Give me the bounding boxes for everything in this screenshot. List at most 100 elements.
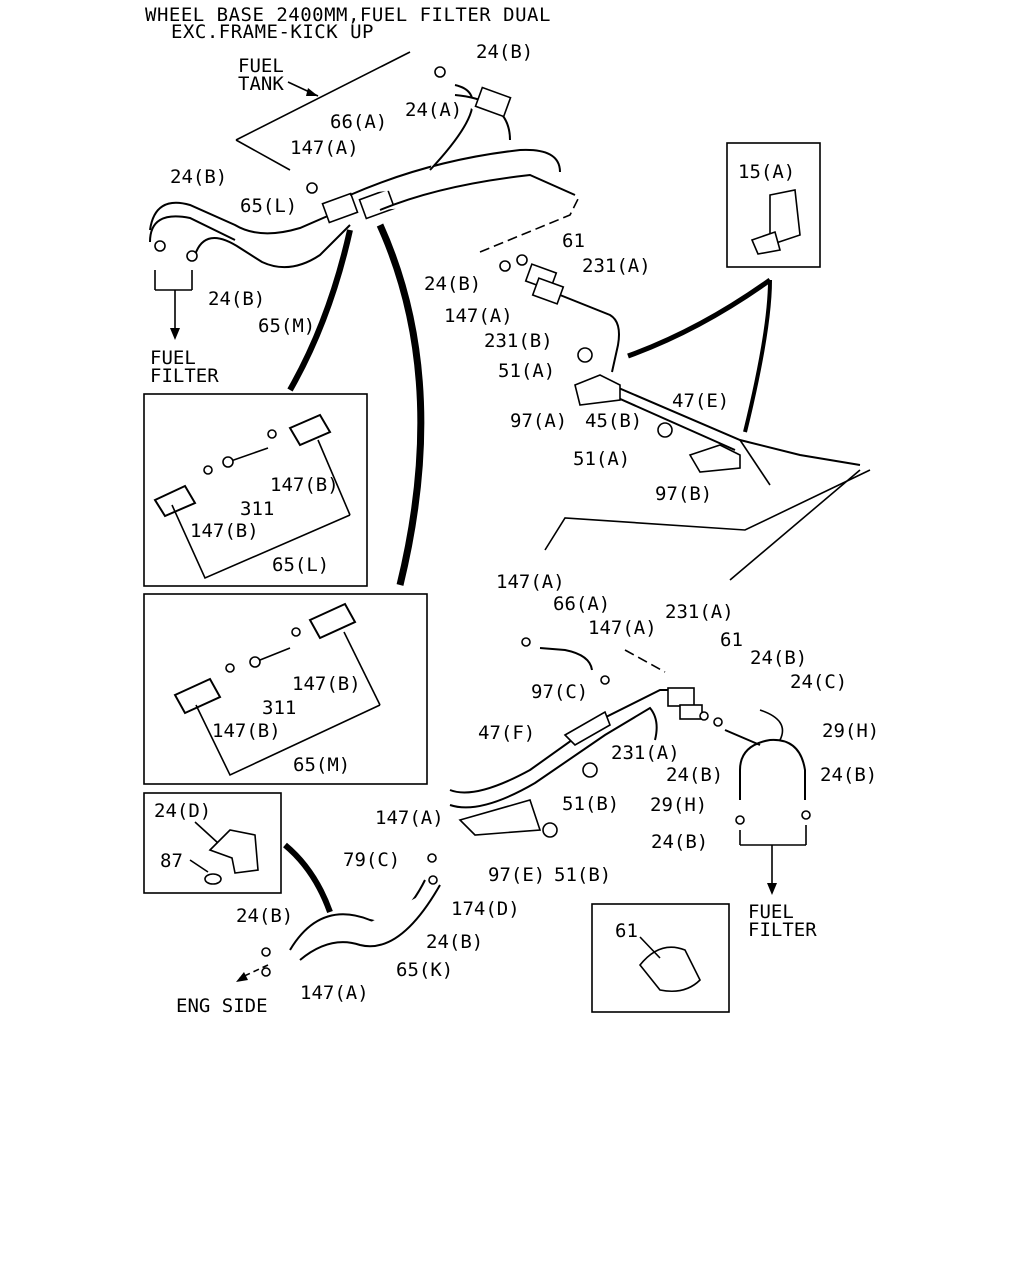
inset-label: 65(M) (293, 754, 350, 776)
hose-end (153, 484, 197, 518)
clamp-icon (499, 260, 511, 272)
inset-label: 311 (240, 498, 274, 520)
part-label: 174(D) (451, 898, 520, 920)
clamp-icon (434, 66, 446, 78)
clamp-icon (261, 967, 271, 977)
leader-curve (627, 277, 772, 359)
arrow-head-icon (236, 972, 248, 982)
part-label: 97(C) (531, 681, 588, 703)
tube-29h (739, 738, 806, 800)
destination-fuel-filter: FUEL (150, 347, 196, 369)
nut-51b-icon (582, 762, 598, 778)
clamp-icon (267, 429, 277, 439)
leader-curve (287, 229, 353, 392)
clamp-icon (713, 717, 723, 727)
bolt-311 (227, 447, 269, 463)
clamp-icon (600, 675, 610, 685)
part-label: 29(H) (822, 720, 879, 742)
part-label: 147(A) (496, 571, 565, 593)
bolt-head-icon (222, 456, 234, 468)
clamp-icon (521, 637, 531, 647)
clamp-icon (427, 853, 437, 863)
part-label: 24(B) (236, 905, 293, 927)
part-label: 61 (720, 629, 743, 651)
inset-label: 147(B) (190, 520, 259, 542)
clamp-icon (306, 182, 318, 194)
tube-24b (429, 84, 474, 171)
leader-line (195, 704, 381, 777)
hose-joint (358, 188, 396, 220)
part-label: 147(A) (300, 982, 369, 1004)
pipe-bend (739, 439, 771, 486)
part-label: 97(E) (488, 864, 545, 886)
part-label: 24(C) (790, 671, 847, 693)
part-label: 51(B) (562, 793, 619, 815)
clamp-icon (203, 465, 213, 475)
clip-231b (531, 277, 565, 305)
part-label: 61 (562, 230, 585, 252)
inset-label: 15(A) (738, 161, 795, 183)
part-label: 97(B) (655, 483, 712, 505)
dashed-leader (479, 194, 581, 253)
bolt-head-icon (249, 656, 261, 668)
leader-curve (743, 279, 772, 433)
part-label: 24(B) (820, 764, 877, 786)
part-label: 51(B) (554, 864, 611, 886)
part-label: 65(M) (258, 315, 315, 337)
part-label: 65(L) (240, 195, 297, 217)
arrow-head-icon (170, 328, 180, 340)
nut-51a-icon (657, 422, 673, 438)
arrow-head-icon (767, 883, 777, 895)
leader-line (544, 469, 871, 551)
leader-line (729, 469, 861, 581)
leader-line (235, 51, 411, 141)
clamp-icon (699, 711, 709, 721)
pipe-47e (599, 379, 861, 466)
pipe-47f-b (449, 706, 658, 809)
clip-15a-base (750, 230, 782, 255)
destination-eng-side: ENG SIDE (176, 995, 268, 1017)
tube-65l-inner (149, 215, 236, 243)
part-label: 66(A) (553, 593, 610, 615)
inset-label: 147(B) (212, 720, 281, 742)
part-label: 24(B) (170, 166, 227, 188)
part-label: 47(E) (672, 390, 729, 412)
part-label: 147(A) (588, 617, 657, 639)
clamp-24d-icon (208, 829, 259, 874)
clip-61 (667, 687, 695, 707)
part-label: 231(A) (665, 601, 734, 623)
part-label: 29(H) (650, 794, 707, 816)
pipe-upper (559, 294, 620, 373)
inset-label: 311 (262, 697, 296, 719)
destination-fuel-filter: FILTER (748, 919, 817, 941)
hose-joint (321, 192, 359, 224)
part-label: 65(K) (396, 959, 453, 981)
part-label: 24(B) (208, 288, 265, 310)
destination-fuel-filter: FILTER (150, 365, 219, 387)
part-label: 66(A) (330, 111, 387, 133)
hose-end (308, 602, 357, 640)
hose-end (288, 413, 332, 447)
nut-51a-icon (577, 347, 593, 363)
tube-66a (539, 647, 593, 671)
leader-line (639, 936, 661, 959)
part-label: 24(B) (651, 831, 708, 853)
part-label: 51(A) (498, 360, 555, 382)
part-label: 24(B) (424, 273, 481, 295)
part-label: 24(B) (750, 647, 807, 669)
tube-24c (724, 729, 761, 746)
part-label: 47(F) (478, 722, 535, 744)
pipe-47f (449, 689, 690, 794)
leader-line (171, 504, 351, 580)
hose-end (173, 677, 222, 715)
tube-66a (349, 148, 561, 196)
diagram-title-line1: WHEEL BASE 2400MM,FUEL FILTER DUAL (145, 4, 551, 26)
leader-curve (283, 842, 333, 914)
leader-line (194, 821, 219, 844)
inset-label: 87 (160, 850, 183, 872)
leader-line (343, 631, 381, 706)
tube-line (379, 173, 576, 211)
inset-label: 147(B) (292, 673, 361, 695)
bracket-97a (574, 374, 621, 406)
tube-65k (299, 884, 441, 961)
